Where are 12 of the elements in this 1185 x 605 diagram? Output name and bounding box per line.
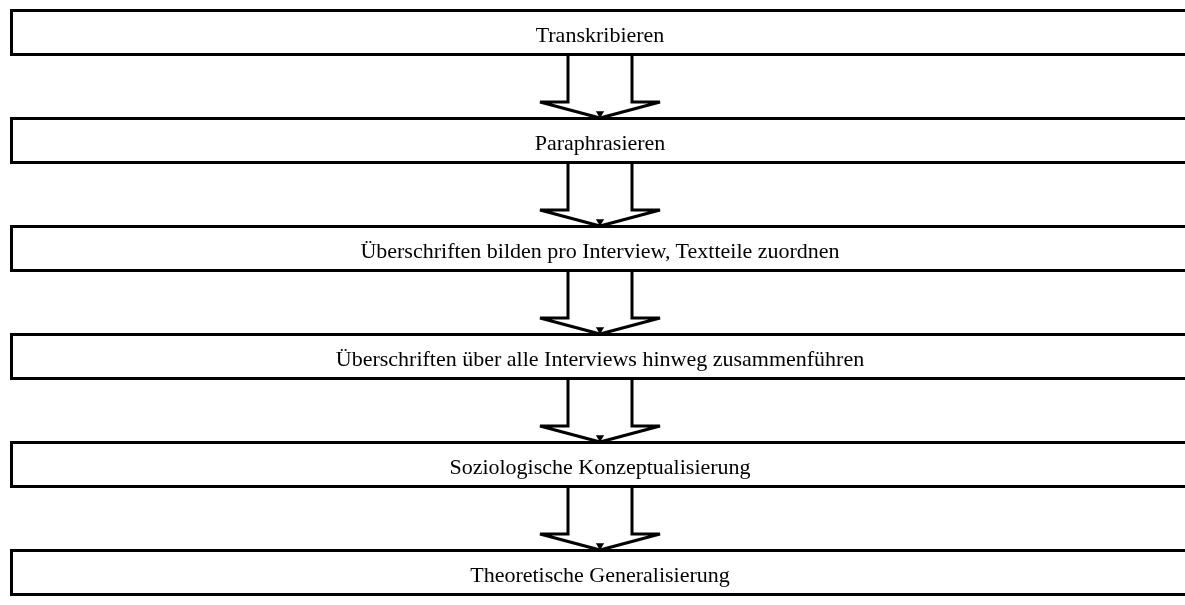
- process-box: [10, 333, 1185, 380]
- process-box: [10, 9, 1185, 56]
- step-label: Transkribieren: [535, 24, 665, 46]
- step-label: Überschriften bilden pro Interview, Textteile zuordnen: [360, 240, 840, 262]
- step-label: Soziologische Konzeptualisierung: [449, 456, 751, 478]
- process-box: [10, 225, 1185, 272]
- process-box: [10, 117, 1185, 164]
- step-label: Überschriften über alle Interviews hinweg zusammenführen: [335, 348, 865, 370]
- process-box: [10, 441, 1185, 488]
- process-box: [10, 549, 1185, 596]
- step-label: Paraphrasieren: [534, 132, 666, 154]
- step-label: Theoretische Generalisierung: [470, 564, 730, 586]
